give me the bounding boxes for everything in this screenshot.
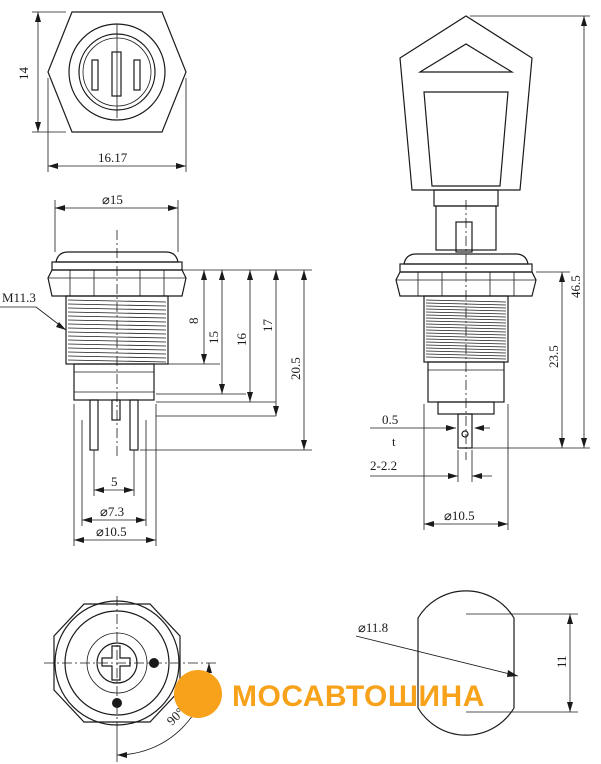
dim-17: 17 bbox=[260, 319, 275, 333]
dim-t: t bbox=[392, 434, 396, 449]
dim-16: 16 bbox=[234, 333, 249, 347]
dim-15: 15 bbox=[206, 331, 221, 344]
hex-front-view bbox=[32, 11, 187, 172]
side-view-left bbox=[0, 200, 312, 546]
dim-11: 11 bbox=[554, 655, 569, 668]
bottom-view bbox=[44, 596, 216, 762]
dim-thread: M11.3 bbox=[2, 290, 36, 305]
dim-7-3: ⌀7.3 bbox=[100, 504, 124, 519]
thread-line bbox=[425, 335, 507, 339]
dim-23-5: 23.5 bbox=[546, 345, 561, 368]
thread-line bbox=[67, 347, 167, 351]
dim-hex-height: 14 bbox=[16, 67, 31, 81]
dim-10-5-right: ⌀10.5 bbox=[444, 508, 475, 523]
dim-2-2-2: 2-2.2 bbox=[370, 458, 397, 473]
thread-line bbox=[425, 323, 507, 327]
key-side-view bbox=[370, 15, 590, 530]
logo-circle-icon bbox=[174, 670, 222, 718]
thread-line bbox=[425, 317, 507, 321]
logo-text: МОСАВТОШИНА bbox=[232, 680, 485, 713]
dim-front-diameter: ⌀15 bbox=[102, 192, 123, 207]
brand-logo: МОСАВТОШИНА bbox=[174, 670, 485, 718]
dim-0-5: 0.5 bbox=[382, 412, 398, 427]
dim-11-8: ⌀11.8 bbox=[358, 620, 388, 635]
thread-line bbox=[425, 305, 507, 309]
thread-line bbox=[67, 299, 167, 303]
thread-line bbox=[425, 353, 507, 357]
dim-10-5-left: ⌀10.5 bbox=[96, 524, 127, 539]
dim-20-5: 20.5 bbox=[288, 357, 303, 380]
dim-46-5: 46.5 bbox=[568, 275, 583, 298]
thread-line bbox=[425, 341, 507, 345]
dim-terminal-spacing: 5 bbox=[111, 474, 118, 489]
thread-line bbox=[67, 335, 167, 339]
dim-hex-width: 16.17 bbox=[98, 150, 128, 165]
thread-line bbox=[425, 299, 507, 303]
panel-cutout bbox=[355, 590, 578, 736]
dim-8: 8 bbox=[186, 318, 201, 325]
thread-line bbox=[67, 311, 167, 315]
